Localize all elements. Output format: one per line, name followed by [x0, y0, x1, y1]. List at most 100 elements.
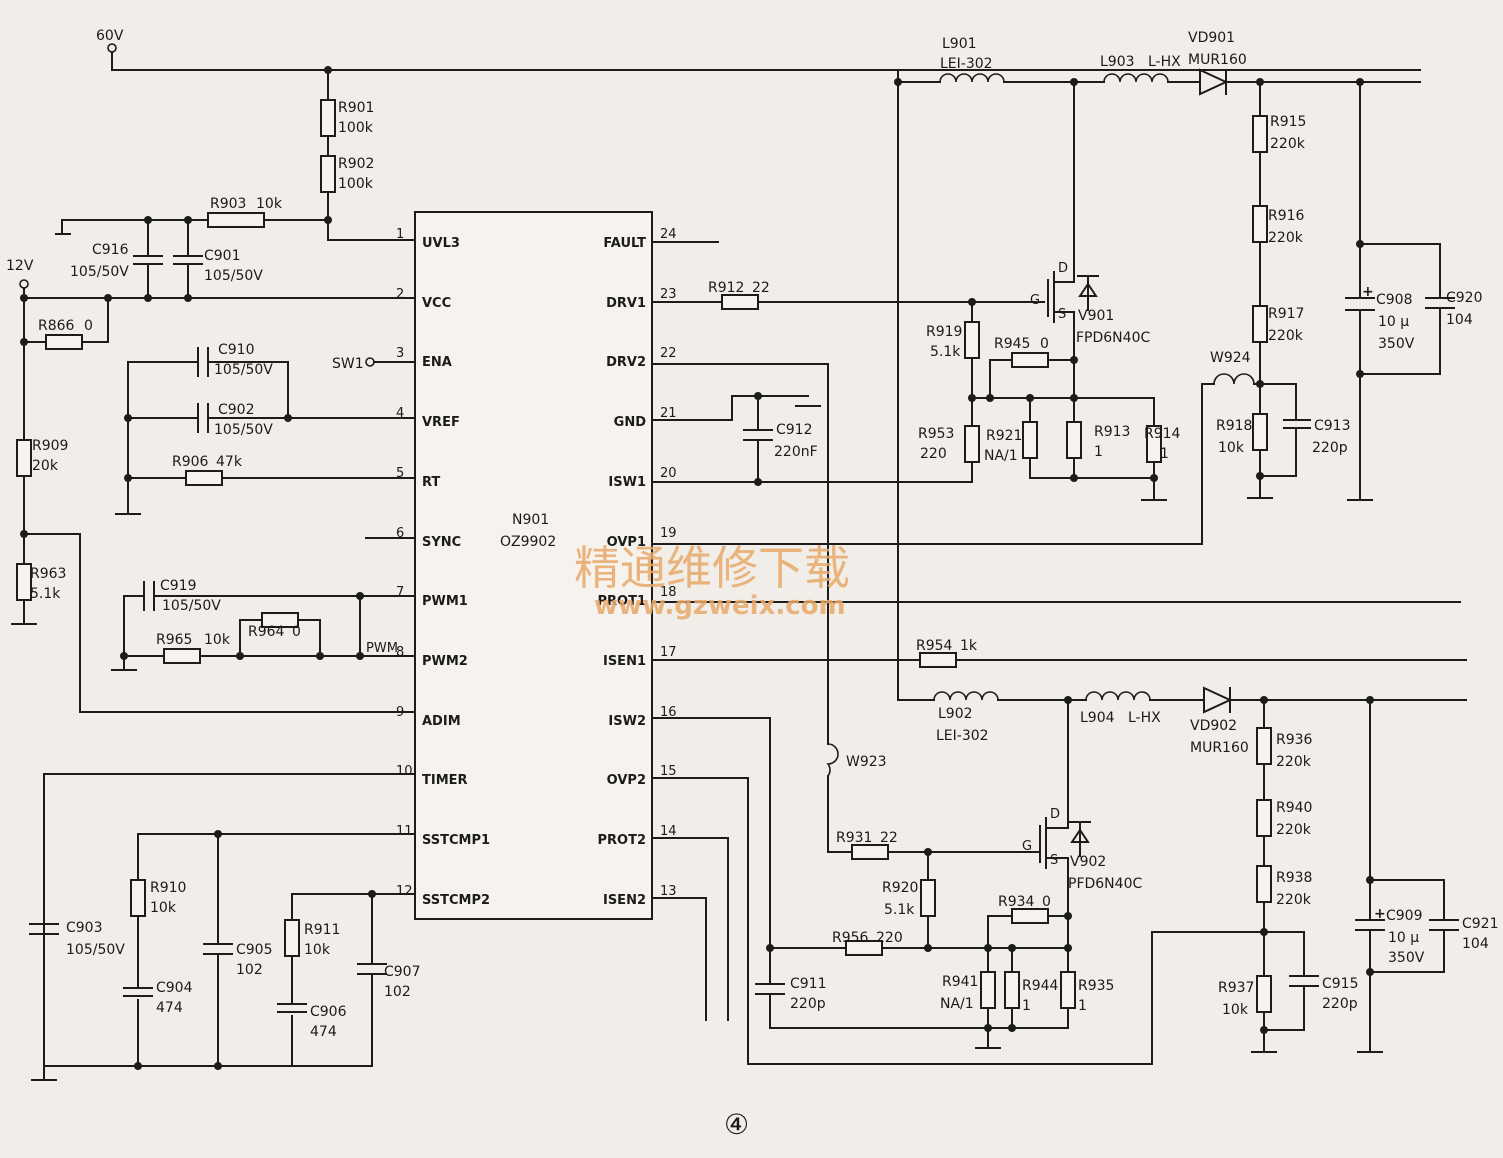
components-r901-val-label: 100k: [338, 120, 374, 136]
components-r936-val-label: 220k: [1276, 754, 1312, 770]
ic-pin-name: ISW1: [608, 475, 646, 490]
ic-pin-name: OVP1: [607, 535, 646, 550]
r965: [163, 648, 201, 664]
ic-pin-number: 17: [660, 645, 677, 660]
rail-60v-terminal: [107, 43, 117, 53]
ic-pin-number: 3: [396, 346, 404, 361]
components-c904-ref-label: C904: [156, 980, 193, 996]
components-l901-ref-label: L901: [942, 36, 977, 52]
components-c912-val-label: 220nF: [774, 444, 818, 460]
components-r965-ref-label: R965: [156, 632, 192, 648]
components-c921-ref-label: C921: [1462, 916, 1499, 932]
components-c908-ref-label: C908: [1376, 292, 1413, 308]
ic-pin-name: SYNC: [422, 535, 461, 550]
ic-pin-name: PWM2: [422, 654, 468, 669]
components-r912-val-label: 22: [752, 280, 770, 296]
ic-pin-number: 20: [660, 466, 677, 481]
ic-pin-number: 10: [396, 764, 413, 779]
components-c910-ref-label: C910: [218, 342, 255, 358]
components-c919-ref-label: C919: [160, 578, 197, 594]
components-c912-ref-label: C912: [776, 422, 813, 438]
components-r936-ref-label: R936: [1276, 732, 1313, 748]
ic-pin-number: 16: [660, 705, 677, 720]
components-l903-val-label: L-HX: [1148, 54, 1181, 70]
ic-pin-name: DRV1: [606, 296, 646, 311]
vd902-diode: [1203, 686, 1233, 714]
components-r915-ref-label: R915: [1270, 114, 1306, 130]
components-r940-ref-label: R940: [1276, 800, 1312, 816]
r920: [920, 879, 936, 917]
components-r953-ref-label: R953: [918, 426, 954, 442]
r954: [919, 652, 957, 668]
ic-n901-body: [414, 211, 653, 920]
r917: [1252, 305, 1268, 343]
components-r938-ref-label: R938: [1276, 870, 1312, 886]
r938: [1256, 865, 1272, 903]
components-c906-ref-label: C906: [310, 1004, 347, 1020]
right-pin-wires: R912 22 C912 220nF R954 1k: [651, 241, 1467, 1065]
components-r913-val-label: 1: [1094, 444, 1103, 460]
rail-60v-label: 60V: [96, 28, 124, 44]
r912: [721, 294, 759, 310]
components-w923-ref-label: W923: [846, 754, 887, 770]
components-c903-ref-label: C903: [66, 920, 103, 936]
ic-pin-name: UVL3: [422, 236, 460, 251]
components-r901-ref-label: R901: [338, 100, 374, 116]
r915: [1252, 115, 1268, 153]
ic-pin-name: RT: [422, 475, 440, 490]
components-r938-val-label: 220k: [1276, 892, 1312, 908]
components-r919-val-label: 5.1k: [930, 344, 961, 360]
ic-pwm_label-label: PWM: [366, 641, 398, 656]
components-r941-ref-label: R941: [942, 974, 978, 990]
components-vd901-val-label: MUR160: [1188, 52, 1247, 68]
ic-pin-name: VREF: [422, 415, 460, 430]
ic-pin-number: 18: [660, 585, 677, 600]
components-r914-ref-label: R914: [1144, 426, 1181, 442]
watermark-cn: 精通维修下载: [574, 541, 850, 595]
boost-lower: L902 LEI-302 L904 L-HX VD902 MUR160 W923…: [755, 686, 1499, 1053]
components-r931-val-label: 22: [880, 830, 898, 846]
components-c901-ref-label: C901: [204, 248, 241, 264]
ic-left-pins: 1UVL32VCC3ENA4VREF5RT6SYNC7PWM18PWM29ADI…: [396, 227, 490, 908]
r918: [1252, 413, 1268, 451]
components-c909-val-label: 10 µ: [1388, 930, 1419, 946]
components-r944-val-label: 1: [1022, 998, 1031, 1014]
ic-part: OZ9902: [500, 534, 556, 550]
ic-pin-name: OVP2: [607, 773, 646, 788]
components-r956-ref-label: R956: [832, 930, 869, 946]
components-c910-val-label: 105/50V: [214, 362, 273, 378]
ic-pin-name: ISEN1: [603, 654, 646, 669]
ic-pin-name: VCC: [422, 296, 451, 311]
w923-jumper: [826, 743, 839, 777]
components-c913-val-label: 220p: [1312, 440, 1348, 456]
components-r909-ref-label: R909: [32, 438, 68, 454]
ic-pin-number: 11: [396, 824, 413, 839]
components-v901-ref-label: V901: [1078, 308, 1114, 324]
r901: [320, 99, 336, 137]
components-r964-val-label: 0: [292, 624, 301, 640]
components-vd901-ref-label: VD901: [1188, 30, 1235, 46]
r937: [1256, 975, 1272, 1013]
mosfet_pins-g-label: G: [1030, 293, 1040, 308]
components-l904-val-label: L-HX: [1128, 710, 1161, 726]
r921: [1022, 421, 1038, 459]
ic-pin-name: PROT1: [597, 594, 646, 609]
ic-pin-name: ISEN2: [603, 893, 646, 908]
boost-upper: L901 LEI-302 L903 L-HX VD901 MUR160 D G …: [897, 30, 1483, 701]
r909: [16, 439, 32, 477]
components-r917-ref-label: R917: [1268, 306, 1304, 322]
components-r906-val-label: 47k: [216, 454, 243, 470]
components-r921-val-label: NA/1: [984, 448, 1018, 464]
ic-pin-number: 15: [660, 764, 677, 779]
components-c921-val-label: 104: [1462, 936, 1489, 952]
ic-pin-number: 8: [396, 645, 404, 660]
components-r953-val-label: 220: [920, 446, 947, 462]
components-c915-ref-label: C915: [1322, 976, 1359, 992]
components-c902-val-label: 105/50V: [214, 422, 273, 438]
ic-pin-number: 21: [660, 406, 677, 421]
rail-12v: 12V R866 0 R909 20k R963 5.1k: [6, 258, 416, 713]
components-c916-val-label: 105/50V: [70, 264, 129, 280]
ic-pin-number: 23: [660, 287, 677, 302]
r916: [1252, 205, 1268, 243]
components-r963-ref-label: R963: [30, 566, 66, 582]
